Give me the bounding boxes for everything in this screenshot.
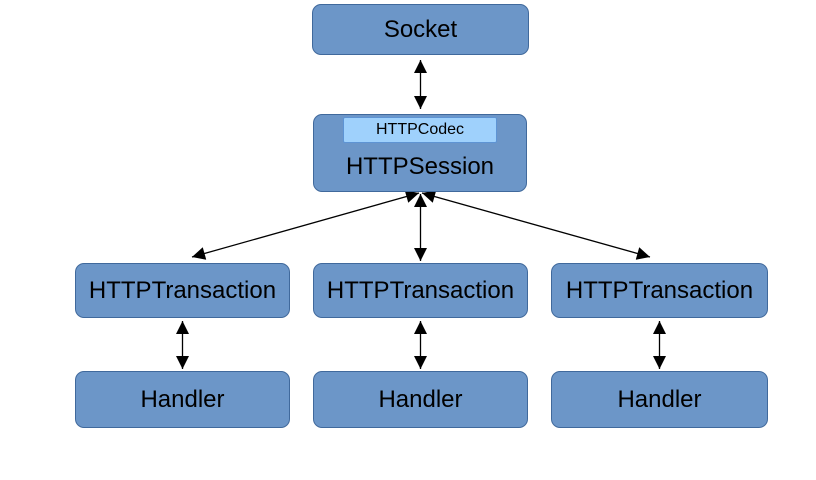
handler-node-1: Handler <box>75 371 290 428</box>
httptransaction-node-2: HTTPTransaction <box>313 263 528 318</box>
httpcodec-node: HTTPCodec <box>343 117 497 143</box>
httptransaction-label-1: HTTPTransaction <box>88 276 277 304</box>
handler-node-3: Handler <box>551 371 768 428</box>
handler-label-2: Handler <box>378 385 463 413</box>
httptransaction-label-2: HTTPTransaction <box>326 276 515 304</box>
handler-node-2: Handler <box>313 371 528 428</box>
handler-label-3: Handler <box>617 385 702 413</box>
httptransaction-label-3: HTTPTransaction <box>565 276 754 304</box>
httptransaction-node-3: HTTPTransaction <box>551 263 768 318</box>
httpcodec-label: HTTPCodec <box>375 121 465 138</box>
httpsession-node: HTTPCodec HTTPSession <box>313 114 527 192</box>
edge-session-transaction-1 <box>191 190 420 260</box>
edge-session-transaction-3 <box>421 190 651 260</box>
httpsession-label: HTTPSession <box>345 153 495 180</box>
handler-label-1: Handler <box>140 385 225 413</box>
httpsession-label-area: HTTPSession <box>314 143 526 191</box>
httptransaction-node-1: HTTPTransaction <box>75 263 290 318</box>
socket-node: Socket <box>312 4 529 55</box>
socket-label: Socket <box>383 15 458 43</box>
